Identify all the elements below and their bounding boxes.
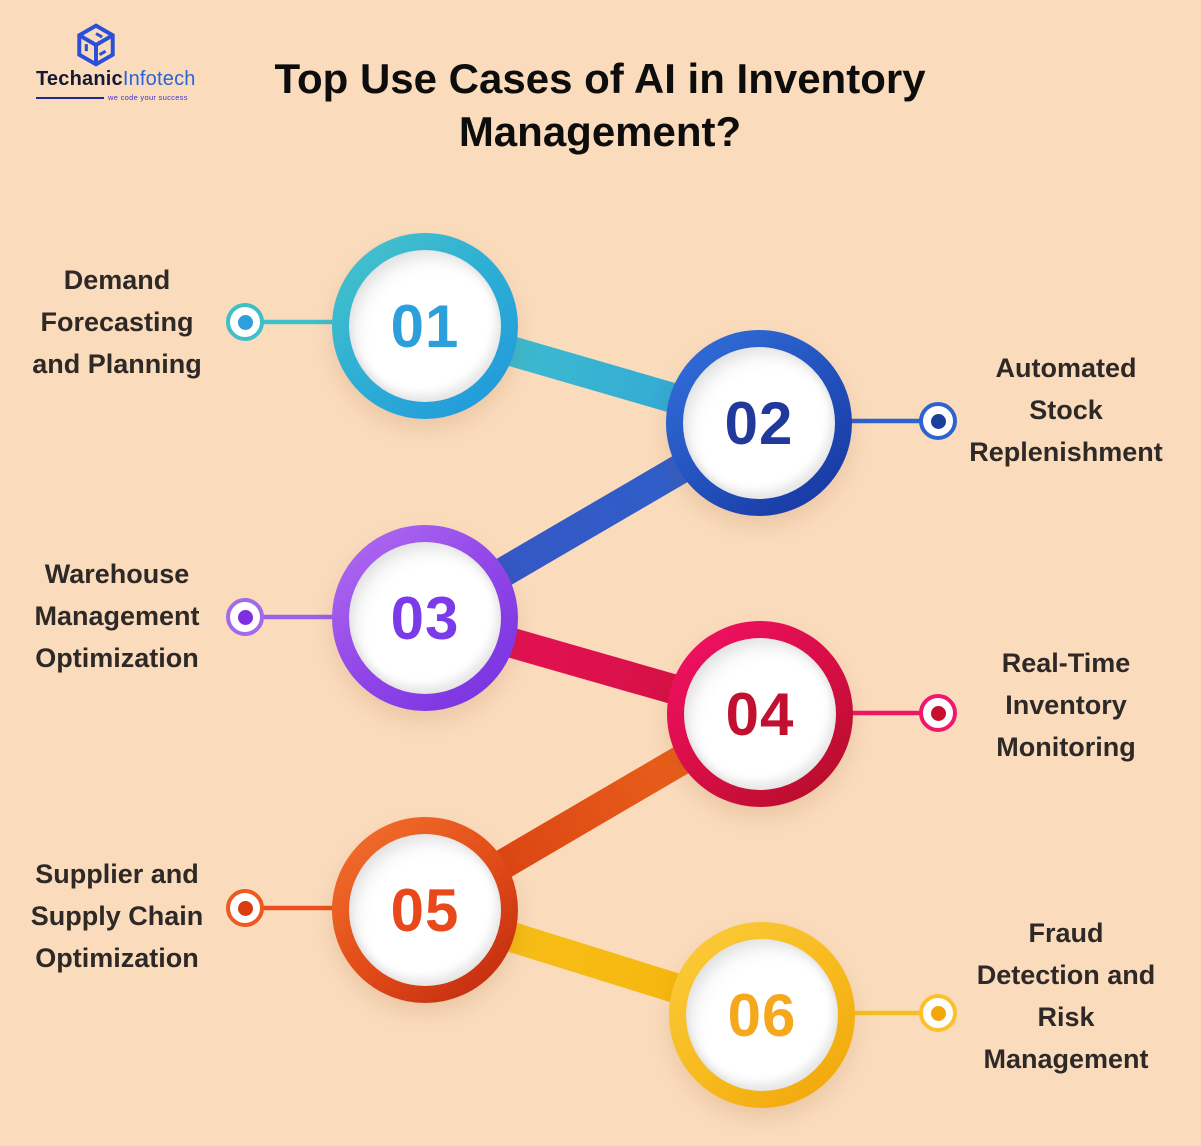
step-5-number: 05: [390, 876, 460, 944]
step-5-label: Supplier and Supply Chain Optimization: [30, 859, 204, 973]
step-1-label: Demand Forecasting and Planning: [32, 265, 202, 379]
brand-subline: we code your success: [36, 93, 194, 102]
step-4-connector-dot: [919, 694, 957, 732]
step-3-number: 03: [390, 584, 460, 652]
step-6-dot-core: [930, 1005, 946, 1021]
step-6-number: 06: [727, 981, 797, 1049]
step-6-label: Fraud Detection and Risk Management: [976, 918, 1156, 1074]
step-1-connector-dot: [226, 303, 264, 341]
step-4-circle-inner: 04: [684, 638, 836, 790]
step-6-connector-dot: [919, 994, 957, 1032]
brand-logo: TechanicInfotech we code your success: [36, 22, 196, 102]
step-4-circle: 04: [667, 621, 853, 807]
step-4-label: Real-Time Inventory Monitoring: [996, 648, 1136, 762]
step-5-circle: 05: [332, 817, 518, 1003]
brand-name: TechanicInfotech: [36, 68, 196, 91]
step-3-circle-inner: 03: [349, 542, 501, 694]
step-2-circle: 02: [666, 330, 852, 516]
brand-name-primary: Techanic: [36, 68, 123, 90]
step-2-connector-dot: [919, 402, 957, 440]
step-3-connector-dot: [226, 598, 264, 636]
step-2-dot-core: [930, 413, 946, 429]
step-5-circle-inner: 05: [349, 834, 501, 986]
step-1-number: 01: [390, 292, 460, 360]
step-5-connector-dot: [226, 889, 264, 927]
step-2-number: 02: [724, 389, 794, 457]
step-3-label: Warehouse Management Optimization: [34, 559, 200, 673]
step-1-dot-core: [237, 314, 253, 330]
step-3-dot-core: [237, 609, 253, 625]
step-2-label: Automated Stock Replenishment: [969, 353, 1163, 467]
brand-underline: [36, 96, 104, 99]
step-2-circle-inner: 02: [683, 347, 835, 499]
brand-logo-icon: [77, 23, 115, 67]
step-5-dot-core: [237, 900, 253, 916]
page-title: Top Use Cases of AI in Inventory Managem…: [274, 55, 926, 155]
step-6-circle: 06: [669, 922, 855, 1108]
step-4-dot-core: [930, 705, 946, 721]
step-6-circle-inner: 06: [686, 939, 838, 1091]
brand-tagline: we code your success: [108, 93, 188, 102]
step-4-number: 04: [725, 680, 795, 748]
brand-name-secondary: Infotech: [122, 68, 196, 90]
step-3-circle: 03: [332, 525, 518, 711]
step-1-circle: 01: [332, 233, 518, 419]
step-1-circle-inner: 01: [349, 250, 501, 402]
